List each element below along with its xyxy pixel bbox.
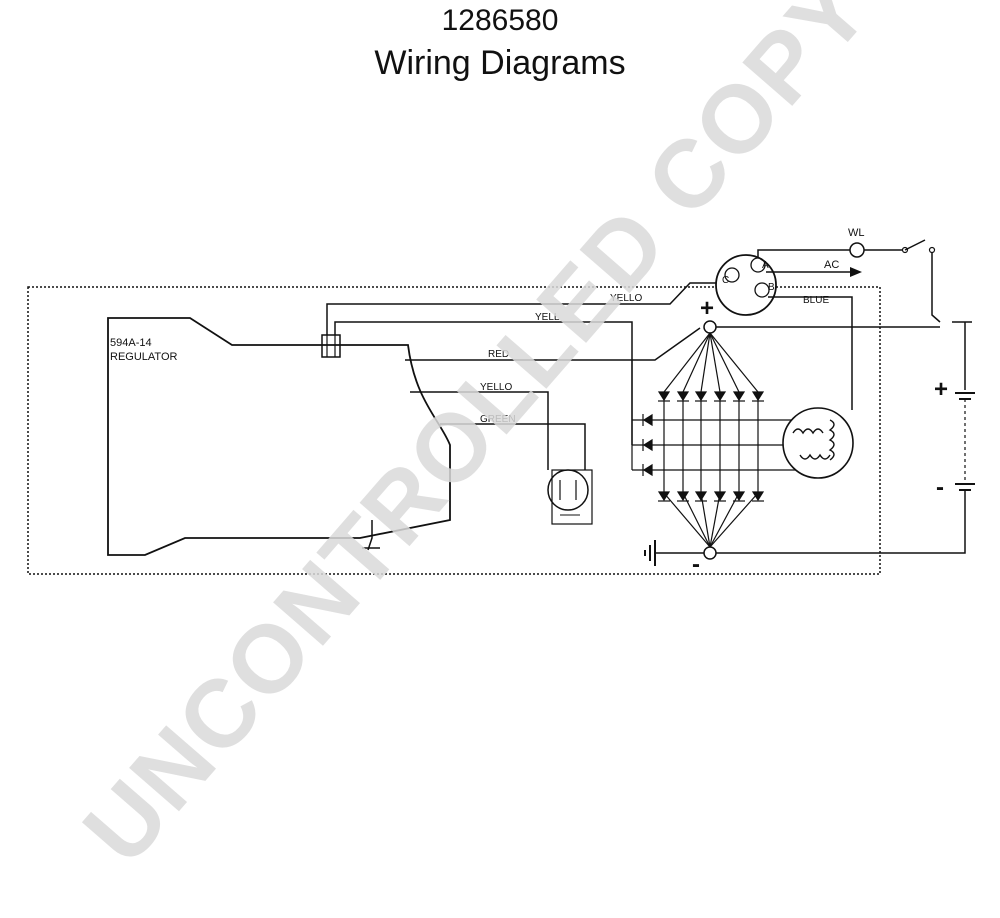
ground-icon <box>644 540 656 566</box>
positive-terminal-label: + <box>700 295 714 322</box>
battery-positive-label: + <box>934 376 948 403</box>
green-wire-label: GREEN <box>480 414 516 425</box>
brush-assembly <box>547 469 589 511</box>
ac-terminal-label: AC <box>824 259 839 271</box>
negative-terminal <box>703 546 717 560</box>
rectifier-bridge <box>631 332 800 548</box>
regulator-label: REGULATOR <box>110 351 177 363</box>
uncontrolled-copy-watermark: UNCONTROLLED COPY <box>63 0 890 884</box>
green-wire <box>440 423 586 470</box>
field-diodes <box>642 413 653 477</box>
red-wire <box>405 327 701 361</box>
ac-arrow-icon <box>850 267 862 277</box>
terminal-a-label: A <box>762 260 769 271</box>
diode-row-upper <box>657 391 765 402</box>
yellow-wire-low <box>410 391 549 470</box>
battery-negative-lead <box>716 490 966 554</box>
yellow-wire-top-label: YELLO <box>610 293 642 304</box>
yellow-wire-mid-label: YELL <box>535 312 560 323</box>
switch-contact <box>901 246 909 254</box>
warning-lamp-label: WL <box>848 227 865 239</box>
battery-icon <box>955 392 975 491</box>
blue-wire-label: BLUE <box>803 295 829 306</box>
yellow-wire-top <box>326 282 730 335</box>
stator-winding <box>782 407 854 479</box>
regulator-connector <box>321 334 341 358</box>
part-number: 1286580 <box>441 4 559 37</box>
red-wire-label: RED <box>488 349 509 360</box>
warning-lamp <box>849 242 865 258</box>
terminal-c-label: C <box>722 275 729 286</box>
negative-terminal-label: - <box>692 551 700 578</box>
terminal-b-label: B <box>768 282 775 293</box>
positive-terminal <box>703 320 717 334</box>
blue-wire <box>768 296 853 410</box>
diode-row-lower <box>657 491 765 502</box>
yellow-wire-low-label: YELLO <box>480 382 512 393</box>
regulator-model-label: 594A-14 <box>110 337 152 349</box>
alternator-housing <box>27 286 881 575</box>
battery-negative-label: - <box>936 474 944 501</box>
terminal-plug <box>715 254 777 316</box>
ignition-switch <box>904 239 926 251</box>
page-title: Wiring Diagrams <box>374 44 626 82</box>
regulator-body <box>107 317 451 556</box>
